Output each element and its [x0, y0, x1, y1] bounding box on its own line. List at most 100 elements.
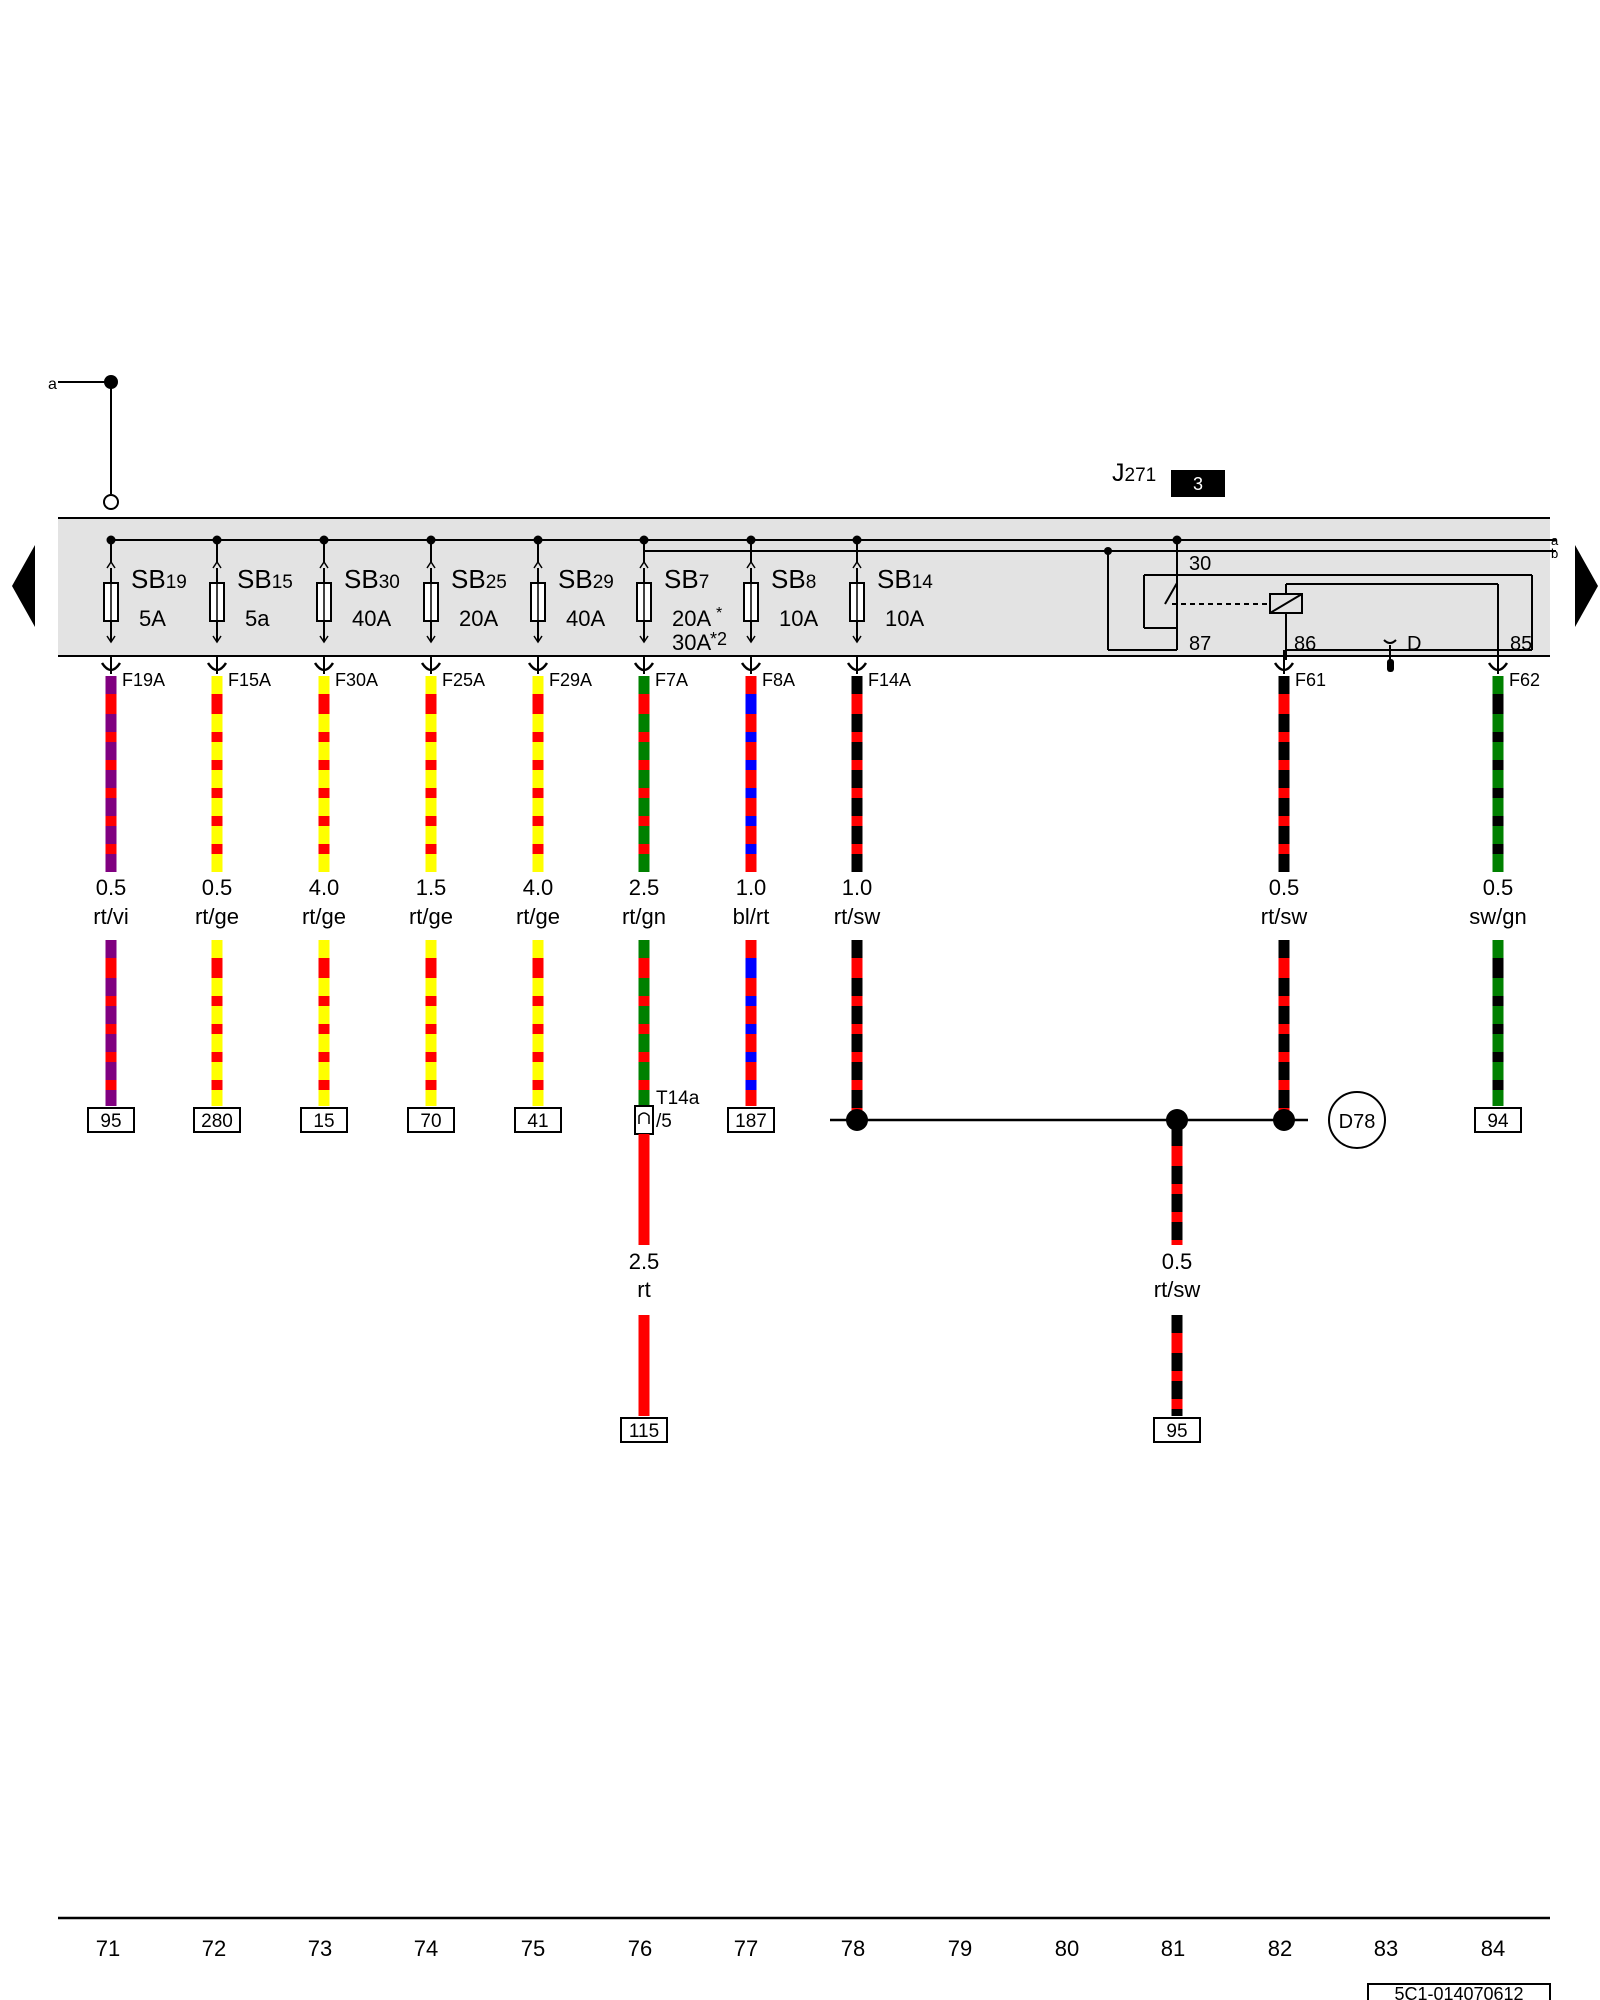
wire-stripe	[1171, 1222, 1183, 1240]
wire-stripe	[1171, 1381, 1183, 1399]
wire-stripe	[638, 742, 650, 760]
wire-lower-segment	[1492, 940, 1504, 1106]
wire-size: 2.5	[629, 1249, 660, 1274]
wire-size: 2.5	[629, 875, 660, 900]
wire-stripe	[1171, 1315, 1183, 1333]
connector-label: F7A	[655, 670, 688, 690]
wire-stripe	[638, 1090, 650, 1106]
fuse-name-main: SB	[664, 564, 699, 594]
wire-stripe	[1278, 978, 1290, 996]
wire-4: 1.5 rt/ge 70	[407, 676, 455, 1133]
column-number: 78	[841, 1936, 865, 1961]
fuse-contact	[426, 635, 436, 644]
connection-a-label: a	[48, 376, 57, 393]
splice-81	[1166, 1109, 1188, 1131]
wire-color-code: bl/rt	[733, 904, 770, 929]
wire-size: 0.5	[96, 875, 127, 900]
wire-upper-segment	[745, 676, 757, 872]
wire-stripe	[105, 978, 117, 996]
wire-upper-segment	[211, 676, 223, 872]
fuse-name-main: SB	[344, 564, 379, 594]
wire-stripe	[1278, 940, 1290, 958]
wire-stripe	[318, 714, 330, 732]
column-number: 76	[628, 1936, 652, 1961]
wire-stripe	[425, 676, 437, 694]
wire-stripe	[1171, 1194, 1183, 1212]
prev-page-arrow[interactable]	[12, 545, 35, 627]
fuse-contact	[746, 635, 756, 644]
wire-stripe	[851, 1006, 863, 1024]
wire-destination: 70	[420, 1111, 441, 1132]
wire-destination-box	[87, 1107, 135, 1133]
wire-stripe	[105, 826, 117, 844]
column-number: 82	[1268, 1936, 1292, 1961]
wire-stripe	[105, 742, 117, 760]
wire-color-code: rt/sw	[1154, 1277, 1201, 1302]
wire-stripe	[1492, 854, 1504, 872]
wire-stripe	[532, 978, 544, 996]
wire-stripe	[851, 714, 863, 732]
wire-destination: 15	[313, 1111, 334, 1132]
wire-stripe	[318, 770, 330, 788]
splice-78	[846, 1109, 868, 1131]
wire-stripe	[638, 714, 650, 732]
wire-stripe	[425, 978, 437, 996]
connector-t14a-label: T14a	[656, 1088, 700, 1109]
wire-stripe	[1492, 798, 1504, 816]
wire-destination-box	[300, 1107, 348, 1133]
wire-stripe	[851, 854, 863, 872]
wire-stripe	[318, 1006, 330, 1024]
lower-wire-lower-segment	[1171, 1315, 1183, 1416]
wire-stripe	[638, 826, 650, 844]
connector-label: F15A	[228, 670, 271, 690]
wire-stripe	[532, 1062, 544, 1080]
wire-stripe	[638, 978, 650, 996]
fuse-name: SB15	[237, 564, 293, 594]
wire-upper-segment	[1492, 676, 1504, 872]
wire-stripe	[851, 798, 863, 816]
wire-stripe	[851, 826, 863, 844]
wire-stripe	[745, 714, 757, 732]
fuse-rating: 20A	[672, 606, 711, 631]
wire-stripe	[211, 940, 223, 958]
relay-badge-text: 3	[1193, 474, 1203, 494]
wire-stripe	[318, 1034, 330, 1052]
wire-stripe	[1278, 1006, 1290, 1024]
wire-stripe	[745, 978, 757, 996]
wire-stripe	[105, 1034, 117, 1052]
wire-stripe	[1278, 1034, 1290, 1052]
drawing-id: 5C1-014070612	[1394, 1984, 1523, 2000]
wire-stripe	[1278, 742, 1290, 760]
fuse-contact	[106, 635, 116, 644]
wire-stripe	[425, 1006, 437, 1024]
wire-lower-segment	[532, 940, 544, 1106]
lower-wire-lower-segment	[638, 1315, 650, 1416]
wire-stripe	[425, 742, 437, 760]
wire-stripe	[745, 770, 757, 788]
wire-stripe	[851, 742, 863, 760]
fuse-rating: 10A	[885, 606, 924, 631]
relay-pin-d: D	[1407, 633, 1421, 655]
wire-stripe	[638, 770, 650, 788]
relay-pin-85: 85	[1510, 633, 1532, 655]
wire-color-code: rt/ge	[516, 904, 560, 929]
wire-upper-segment	[532, 676, 544, 872]
wire-color-code: rt/ge	[409, 904, 453, 929]
fuse-contact	[319, 635, 329, 644]
fuse-note: *	[716, 605, 722, 622]
fuse-name-sub: 19	[166, 572, 187, 593]
wire-stripe	[105, 1006, 117, 1024]
wire-stripe	[532, 676, 544, 694]
next-page-arrow[interactable]	[1575, 545, 1598, 627]
wire-upper-segment	[105, 676, 117, 872]
connector-label: F61	[1295, 670, 1326, 690]
wire-stripe	[638, 1034, 650, 1052]
wire-size: 1.5	[416, 875, 447, 900]
wire-color-code: rt/sw	[834, 904, 881, 929]
wire-stripe	[1492, 742, 1504, 760]
